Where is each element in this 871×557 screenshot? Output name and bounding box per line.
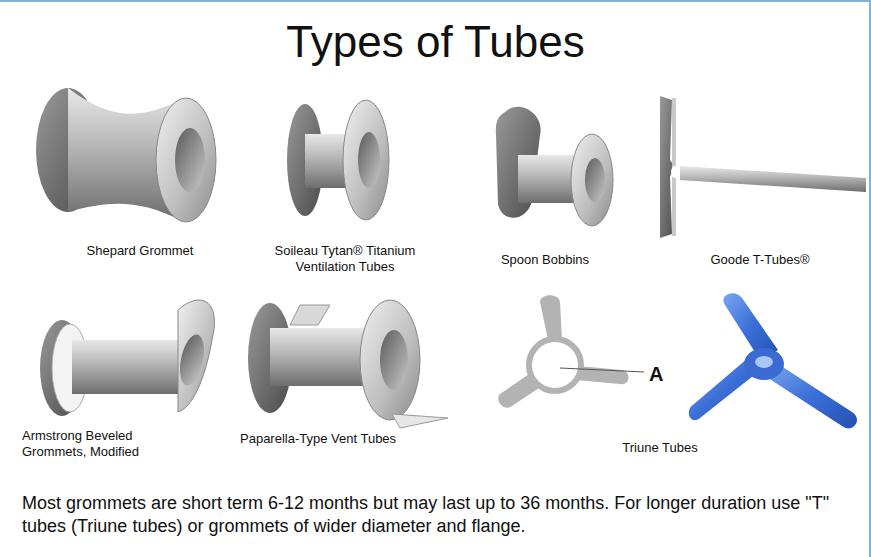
part-name: Shepard Grommet xyxy=(50,243,230,259)
callout-letter: A xyxy=(649,362,673,386)
caption: Most grommets are short term 6-12 months… xyxy=(22,492,857,537)
triune-tube-diagram xyxy=(498,295,644,407)
part-name: Armstrong Beveled Grommets, Modified xyxy=(22,428,172,459)
soileau-tube xyxy=(287,100,389,220)
triune-tube-3d xyxy=(689,293,857,428)
part-name: Paparella-Type Vent Tubes xyxy=(240,431,460,447)
shepard-grommet xyxy=(36,88,216,222)
armstrong-grommet xyxy=(40,300,214,416)
frame-line xyxy=(869,0,871,557)
spoon-bobbin xyxy=(496,107,613,226)
part-name: Soileau Tytan® Titanium Ventilation Tube… xyxy=(245,243,445,274)
paparella-tube xyxy=(248,300,448,428)
part-name: Goode T-Tubes® xyxy=(670,252,850,268)
part-name: Spoon Bobbins xyxy=(475,252,615,268)
goode-t-tube xyxy=(660,96,866,238)
part-name: Triune Tubes xyxy=(580,440,740,456)
title: Types of Tubes xyxy=(0,16,871,69)
frame-line xyxy=(0,0,871,2)
